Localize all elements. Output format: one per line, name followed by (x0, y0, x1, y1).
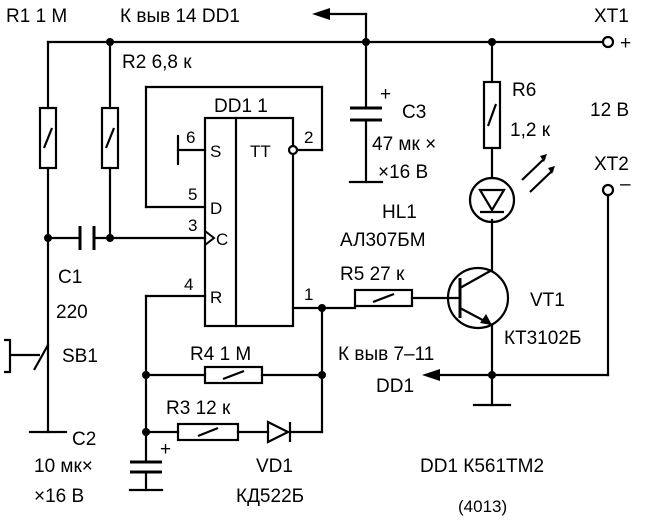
pin-number-1: 1 (304, 285, 313, 304)
xt2-minus: – (620, 174, 631, 195)
pin-number-5: 5 (188, 185, 197, 204)
r6-label: R6 (512, 80, 536, 101)
r6-value: 1,2 к (510, 120, 551, 141)
hl1-body (468, 176, 516, 224)
c3-label: C3 (402, 102, 426, 123)
hl1-triangle (478, 188, 506, 213)
junction-dot (488, 38, 496, 46)
c2-value-1: 10 мк× (34, 456, 93, 477)
r4-mark (222, 369, 245, 381)
r4-label: R4 1 М (190, 344, 251, 365)
pin-number-4: 4 (184, 275, 193, 294)
pin-number-3: 3 (188, 216, 197, 235)
r1-label: R1 1 М (6, 6, 67, 27)
hl1-ray-2-head (548, 166, 555, 174)
c3-plus: + (380, 84, 391, 105)
qbar-inversion (287, 144, 299, 156)
c2-plus: + (160, 439, 171, 460)
junction-dot (488, 371, 496, 379)
r2-body (100, 106, 120, 170)
pin-s: S (210, 142, 221, 161)
junction-dot (318, 304, 326, 312)
sb1-actuator (4, 338, 40, 374)
vt1-type: КТ3102Б (504, 328, 581, 349)
r3-label: R3 12 к (166, 398, 231, 419)
pin-number-6: 6 (186, 128, 195, 147)
xt1-plus: + (620, 33, 631, 54)
pin711-arrowhead (422, 369, 440, 381)
r1-mark (42, 127, 54, 149)
vd1-type: КД522Б (236, 486, 304, 507)
xt1-label: XT1 (594, 6, 629, 27)
r3-body (176, 422, 240, 442)
pin-c: C (216, 230, 228, 249)
junction-dot (318, 371, 326, 379)
r2-mark (104, 127, 116, 149)
junction-dot (142, 371, 150, 379)
vt1-body (446, 266, 510, 330)
pin-d: D (210, 199, 222, 218)
r5-label: R5 27 к (340, 264, 405, 285)
pin711-label: К выв 7–11 (338, 344, 434, 365)
r5-body (353, 288, 414, 308)
c2-value-2: ×16 В (34, 486, 84, 507)
hl1-ray-2 (529, 169, 554, 193)
r5-mark (372, 292, 395, 304)
r3-mark (197, 426, 219, 438)
sb1-contact (33, 344, 49, 371)
tt-label: TT (250, 142, 271, 161)
c1-value: 220 (56, 302, 88, 323)
xt2-label: XT2 (594, 154, 629, 175)
vt1-emitter-arrow (480, 314, 492, 325)
pin14-arrowhead (312, 8, 330, 20)
junction-dot (44, 234, 52, 242)
junction-dot (106, 38, 114, 46)
xt1-terminal (601, 35, 615, 49)
chip-code: (4013) (458, 497, 507, 516)
junction-dot (142, 428, 150, 436)
r4-body (203, 365, 264, 385)
c1-label: C1 (58, 267, 82, 288)
c3-value-1: 47 мк × (372, 134, 436, 155)
dd1-ground-label: DD1 (376, 376, 414, 397)
dd1-box (203, 116, 295, 328)
r6-mark (486, 103, 498, 127)
pin-number-2: 2 (304, 128, 313, 147)
sb1-label: SB1 (62, 346, 98, 367)
hl1-ray-1-head (540, 154, 547, 162)
hl1-ray-1 (521, 157, 546, 181)
c2-label: C2 (72, 429, 96, 450)
r1-body (38, 106, 58, 170)
junction-dot (362, 38, 370, 46)
c-clock-marker (204, 230, 216, 246)
xt2-terminal (601, 183, 615, 197)
c3-value-2: ×16 В (378, 162, 428, 183)
dd1-1-label: DD1 1 (214, 96, 268, 117)
vd1-label: VD1 (256, 456, 293, 477)
r2-label: R2 6,8 к (122, 52, 192, 73)
vt1-label: VT1 (530, 290, 565, 311)
vd1-triangle (266, 420, 291, 444)
supply-voltage: 12 В (590, 100, 629, 121)
hl1-type: АЛ307БМ (340, 230, 426, 251)
dd1-chip-label: DD1 К561ТМ2 (420, 456, 544, 477)
r6-body (482, 80, 502, 150)
pin-r: R (210, 288, 222, 307)
hl1-label: HL1 (382, 202, 417, 223)
vt1-collector (459, 269, 493, 289)
pin14-label: К выв 14 DD1 (120, 6, 240, 27)
junction-dot (106, 234, 114, 242)
